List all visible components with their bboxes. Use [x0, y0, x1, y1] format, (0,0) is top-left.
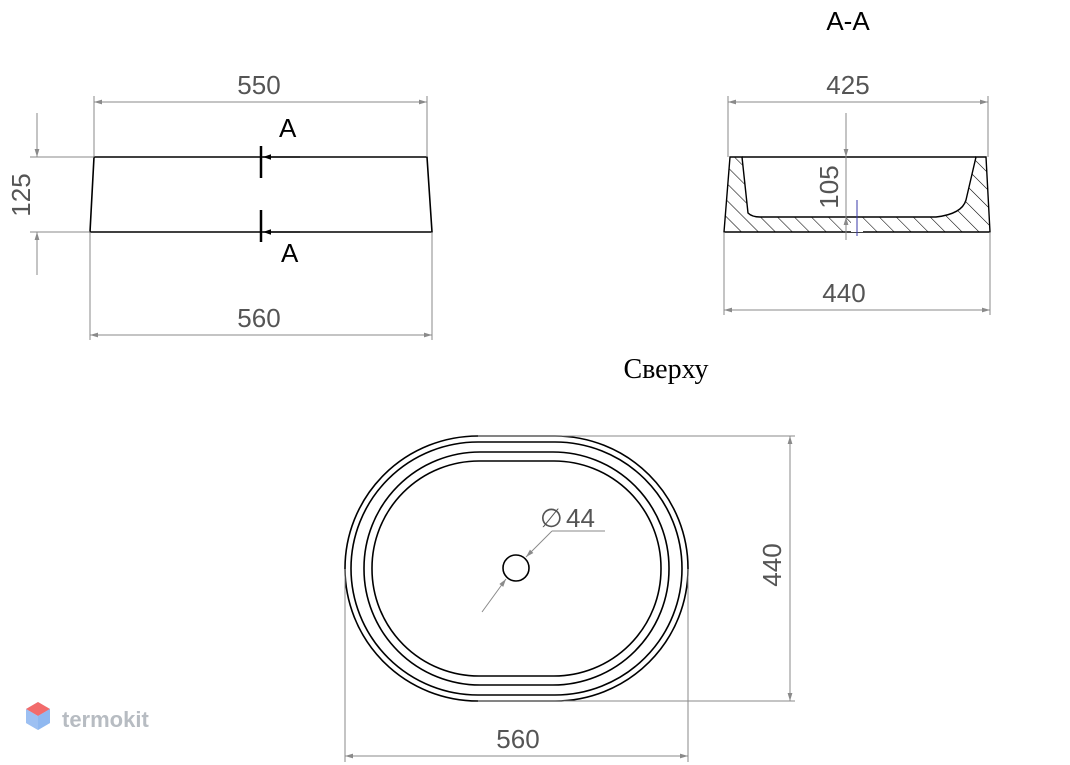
section-mark-top: A [279, 113, 297, 143]
dim-section-bottom-width: 440 [822, 278, 865, 308]
section-mark-bottom: A [281, 238, 299, 268]
section-view: A-A 425 440 105 [723, 6, 991, 315]
drain-diameter-symbol: ∅ [540, 503, 563, 533]
basin-inner-bowl [363, 451, 670, 686]
dim-top-view-length: 560 [496, 724, 539, 754]
termokit-logo: termokit [26, 702, 149, 732]
drain-diameter: 44 [566, 503, 595, 533]
dim-section-top-width: 425 [826, 70, 869, 100]
section-title: A-A [826, 6, 870, 36]
front-view: 550 560 125 A A [6, 70, 433, 340]
watermark-text: termokit [62, 707, 149, 732]
dim-bottom-width: 560 [237, 303, 280, 333]
drain-hole [502, 554, 530, 582]
dim-section-depth: 105 [814, 165, 844, 208]
top-view-title: Сверху [623, 354, 708, 385]
dim-top-width: 550 [237, 70, 280, 100]
top-view: Сверху ∅ 44 440 560 [344, 354, 795, 762]
dim-height: 125 [6, 173, 36, 216]
dim-top-view-width: 440 [757, 543, 787, 586]
basin-outer-rim [344, 435, 689, 702]
